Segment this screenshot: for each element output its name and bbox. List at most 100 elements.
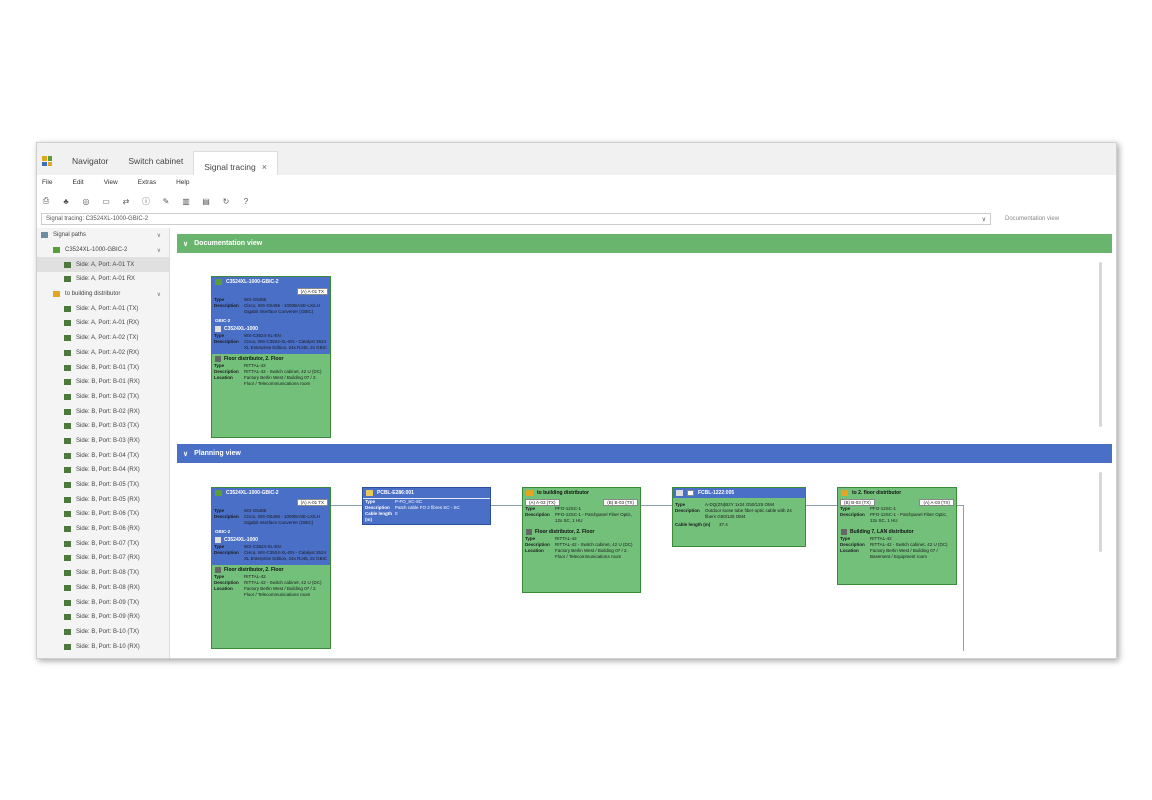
tree-port[interactable]: Side: A, Port: A-02 (RX) (37, 346, 169, 361)
printer-icon[interactable]: ⎙ (42, 196, 50, 205)
port-icon (64, 482, 71, 489)
tree-port[interactable]: Side: A, Port: A-01 TX (37, 257, 169, 273)
tree-port[interactable]: Side: A, Port: A-01 RX (37, 272, 169, 287)
tree-root-signal-paths[interactable]: Signal paths∨ (37, 228, 169, 243)
bdist-type: PFO-12SC-1 (555, 506, 582, 511)
tab-switch-cabinet[interactable]: Switch cabinet (128, 156, 184, 166)
tree-port[interactable]: Side: B, Port: B-05 (TX) (37, 478, 169, 493)
section-title: Planning view (194, 450, 241, 457)
cabinet-icon (215, 355, 221, 362)
chevron-down-icon[interactable]: ∨ (156, 247, 161, 254)
tab-label: Signal tracing (204, 162, 256, 172)
type-label: Type (214, 508, 225, 513)
tree-port[interactable]: Side: B, Port: B-08 (TX) (37, 566, 169, 581)
bdist-port-right[interactable]: (B) B-03 (TX) (603, 498, 638, 506)
main-area: ∨Documentation view ∨Planning view C3524… (177, 234, 1112, 658)
target-icon[interactable]: ◎ (82, 196, 90, 206)
menu-help[interactable]: Help (176, 179, 190, 186)
gbic-port[interactable]: (A) A-01 TX (296, 287, 328, 295)
device-icon (215, 279, 222, 285)
chevron-down-icon[interactable]: ∨ (156, 291, 161, 298)
tree-port[interactable]: Side: B, Port: B-03 (TX) (37, 419, 169, 434)
fdist-port-right[interactable]: (A) A-03 (TX) (919, 498, 954, 506)
documentation-view-header[interactable]: ∨Documentation view (177, 234, 1112, 253)
menu-edit[interactable]: Edit (72, 179, 84, 186)
network-icon[interactable]: ♣ (63, 196, 69, 206)
checkbox-icon[interactable] (687, 490, 694, 496)
tree-item-label: to building distributor (65, 291, 121, 298)
gbic-tag: GBIC-2 (212, 317, 330, 324)
doc-scrollbar[interactable] (1099, 262, 1102, 427)
tree-distributor[interactable]: to building distributor ∨ (37, 287, 169, 302)
tree-port[interactable]: Side: B, Port: B-08 (RX) (37, 581, 169, 596)
tab-signal-tracing[interactable]: Signal tracing × (193, 151, 278, 175)
port-icon (64, 349, 71, 356)
port-icon (64, 555, 71, 562)
building-distributor-card[interactable]: to building distributor (A) A-03 (TX)(B)… (522, 487, 641, 593)
menu-file[interactable]: File (42, 179, 53, 186)
link-icon[interactable]: ⇄ (122, 196, 130, 206)
plan-scrollbar[interactable] (1099, 472, 1102, 552)
device-icon (215, 490, 222, 496)
connector-line (963, 505, 964, 651)
tree-port[interactable]: Side: A, Port: A-02 (TX) (37, 331, 169, 346)
refresh-icon[interactable]: ↻ (222, 196, 230, 206)
cable-length-label: Cable length (m) (675, 522, 711, 527)
chevron-down-icon[interactable]: ∨ (156, 232, 161, 239)
bdist-port-left[interactable]: (A) A-03 (TX) (525, 498, 560, 506)
tree-port[interactable]: Side: B, Port: B-01 (TX) (37, 360, 169, 375)
info-icon[interactable]: ⓘ (142, 196, 150, 206)
cabinet-icon (841, 528, 847, 535)
close-icon[interactable]: × (261, 162, 267, 172)
tree-port[interactable]: Side: B, Port: B-07 (TX) (37, 536, 169, 551)
menu-view[interactable]: View (103, 179, 118, 186)
port-icon (64, 276, 71, 283)
tree-port[interactable]: Side: B, Port: B-06 (RX) (37, 522, 169, 537)
tree-port[interactable]: Side: B, Port: B-04 (TX) (37, 448, 169, 463)
cable1-title: PCBL-E286:001 (377, 490, 414, 496)
menu-extras[interactable]: Extras (137, 179, 157, 186)
tree-port[interactable]: Side: A, Port: A-01 (TX) (37, 301, 169, 316)
desc-label: Description (365, 505, 390, 510)
help-icon[interactable]: ? (243, 196, 249, 206)
tree-port[interactable]: Side: B, Port: B-10 (RX) (37, 639, 169, 654)
planning-view-header[interactable]: ∨Planning view (177, 444, 1112, 463)
tree-device[interactable]: C3524XL-1000-GBIC-2∨ (37, 243, 169, 258)
tree-port[interactable]: Side: B, Port: B-09 (TX) (37, 595, 169, 610)
gbic-desc: Cisco, WS-G5486 - 1000BASE-LX/LH Gigabit… (244, 303, 321, 314)
port-icon (64, 423, 71, 430)
edit-icon[interactable]: ✎ (162, 196, 170, 206)
tree-node-icon (53, 291, 60, 298)
port-icon (64, 393, 71, 400)
monitor-icon[interactable]: ▭ (102, 196, 110, 206)
toolbar: ⎙ ♣ ◎ ▭ ⇄ ⓘ ✎ ▥ ▤ ↻? (37, 190, 1116, 212)
tab-navigator[interactable]: Navigator (72, 156, 109, 166)
port-icon (64, 511, 71, 518)
tree-port[interactable]: Side: B, Port: B-10 (TX) (37, 625, 169, 640)
tree-node-icon (53, 247, 60, 254)
signal-path-value: Signal tracing: C3524XL-1000-GBIC-2 (46, 216, 149, 222)
signal-path-select[interactable]: Signal tracing: C3524XL-1000-GBIC-2∨ (41, 213, 991, 225)
tree-port[interactable]: Side: B, Port: B-07 (RX) (37, 551, 169, 566)
tree-port[interactable]: Side: B, Port: B-06 (TX) (37, 507, 169, 522)
desc-label: Description (525, 512, 550, 517)
tree-port[interactable]: Side: B, Port: B-01 (RX) (37, 375, 169, 390)
tree-port[interactable]: Side: B, Port: B-03 (RX) (37, 434, 169, 449)
building-icon[interactable]: ▥ (182, 196, 190, 206)
gbic-port[interactable]: (A) A-01 TX (296, 498, 328, 506)
tree-port[interactable]: Side: B, Port: B-09 (RX) (37, 610, 169, 625)
tree-port[interactable]: Side: B, Port: B-04 (RX) (37, 463, 169, 478)
tree-item-label: Side: B, Port: B-02 (RX) (76, 408, 140, 415)
tree-port[interactable]: Side: B, Port: B-02 (TX) (37, 390, 169, 405)
tree-port[interactable]: Side: A, Port: A-01 (RX) (37, 316, 169, 331)
list-icon[interactable]: ▤ (202, 196, 210, 206)
floor-loc: Factory Berlin West / Building 07 / 2. F… (244, 375, 317, 386)
fdist-port-left[interactable]: (B) B-03 (TX) (840, 498, 875, 506)
tree-port[interactable]: Side: B, Port: B-02 (RX) (37, 404, 169, 419)
floor-distributor-card[interactable]: to 2. floor distributor (B) B-03 (TX)(A)… (837, 487, 957, 585)
tree-port[interactable]: Side: B, Port: B-05 (RX) (37, 492, 169, 507)
